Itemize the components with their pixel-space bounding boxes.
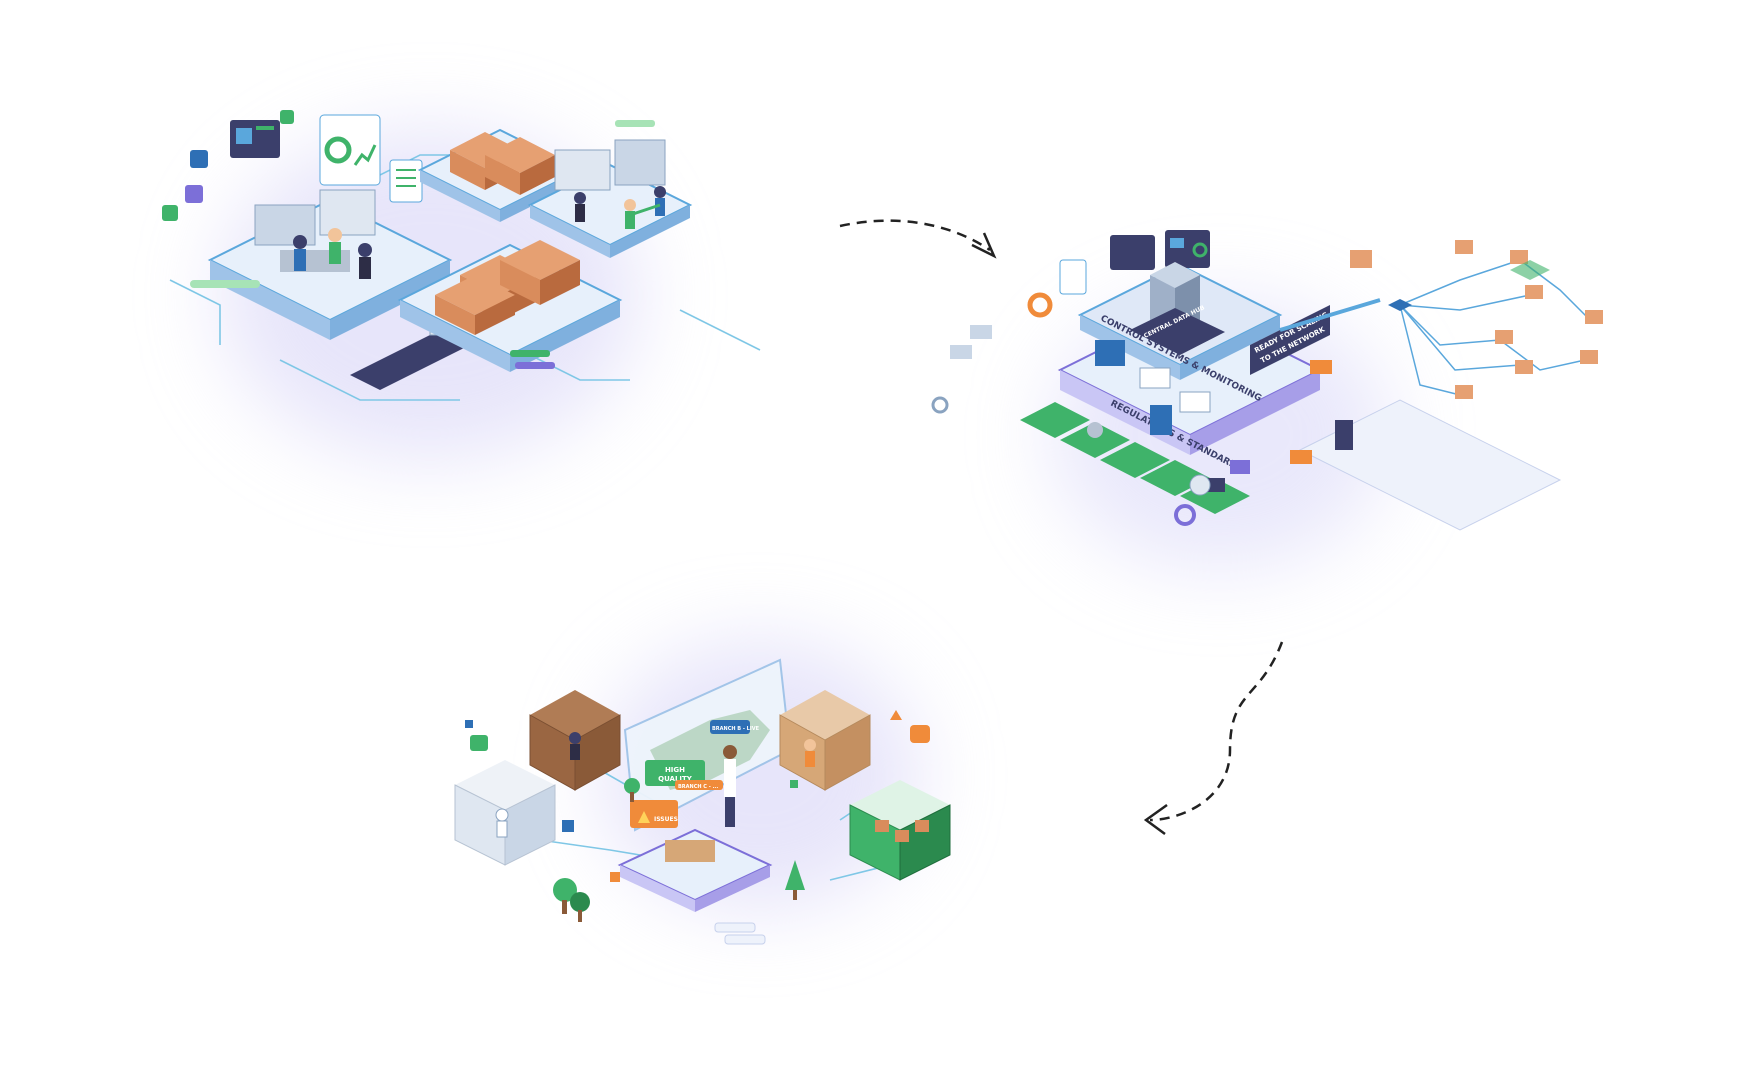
warning-icon bbox=[638, 811, 650, 823]
branch-c-label: BRANCH C - ... bbox=[678, 784, 718, 790]
high-quality-1: HIGH bbox=[665, 766, 685, 774]
store-network bbox=[1399, 259, 1591, 396]
arrowhead-1 bbox=[971, 232, 997, 259]
issues-label: ISSUES bbox=[654, 816, 678, 823]
branch-cafe bbox=[779, 690, 871, 791]
scene-kitchen-warehouse bbox=[160, 110, 800, 440]
server-icon bbox=[1335, 420, 1353, 450]
gear-icon-2 bbox=[1174, 504, 1196, 526]
side-icons bbox=[162, 110, 294, 221]
store-icon bbox=[1350, 250, 1372, 268]
staff-platform bbox=[527, 139, 693, 258]
logistics bbox=[931, 325, 1353, 526]
tree-icon bbox=[553, 778, 805, 922]
branch-kitchen bbox=[454, 735, 556, 866]
branch-storage bbox=[849, 710, 951, 881]
kitchen-platform bbox=[207, 189, 453, 340]
high-quality-2: QUALITY bbox=[658, 775, 693, 783]
branch-center: HIGH QUALITY BRANCH B - LIVE ISSUES BRAN… bbox=[617, 658, 792, 945]
pie-chart-icon-2 bbox=[1027, 292, 1053, 318]
store-icons bbox=[1350, 240, 1603, 399]
chart-icon bbox=[162, 205, 178, 221]
scene-control-hub: REGULATIONS & STANDARDS CONTROL SYSTEMS … bbox=[931, 220, 1620, 600]
dashboard-panels bbox=[230, 114, 423, 203]
building-icon: CENTRAL DATA HUB bbox=[1130, 262, 1225, 355]
satellite-dish-icon bbox=[1189, 474, 1211, 496]
scene-branches: HIGH QUALITY BRANCH B - LIVE ISSUES BRAN… bbox=[450, 658, 1070, 990]
laptop-icon bbox=[1205, 478, 1225, 492]
crate-platform-main bbox=[397, 240, 623, 372]
pie-chart-icon bbox=[324, 136, 352, 164]
arrow-scene1-to-scene2 bbox=[839, 219, 991, 252]
arrow-scene2-to-scene3 bbox=[1149, 641, 1284, 822]
branch-bar bbox=[529, 690, 621, 791]
chart-icon-2 bbox=[470, 735, 488, 751]
arrowhead-2 bbox=[1143, 803, 1168, 836]
gear-icon bbox=[190, 150, 208, 168]
branch-b-label: BRANCH B - LIVE bbox=[712, 726, 760, 732]
truck-icon bbox=[950, 345, 972, 359]
